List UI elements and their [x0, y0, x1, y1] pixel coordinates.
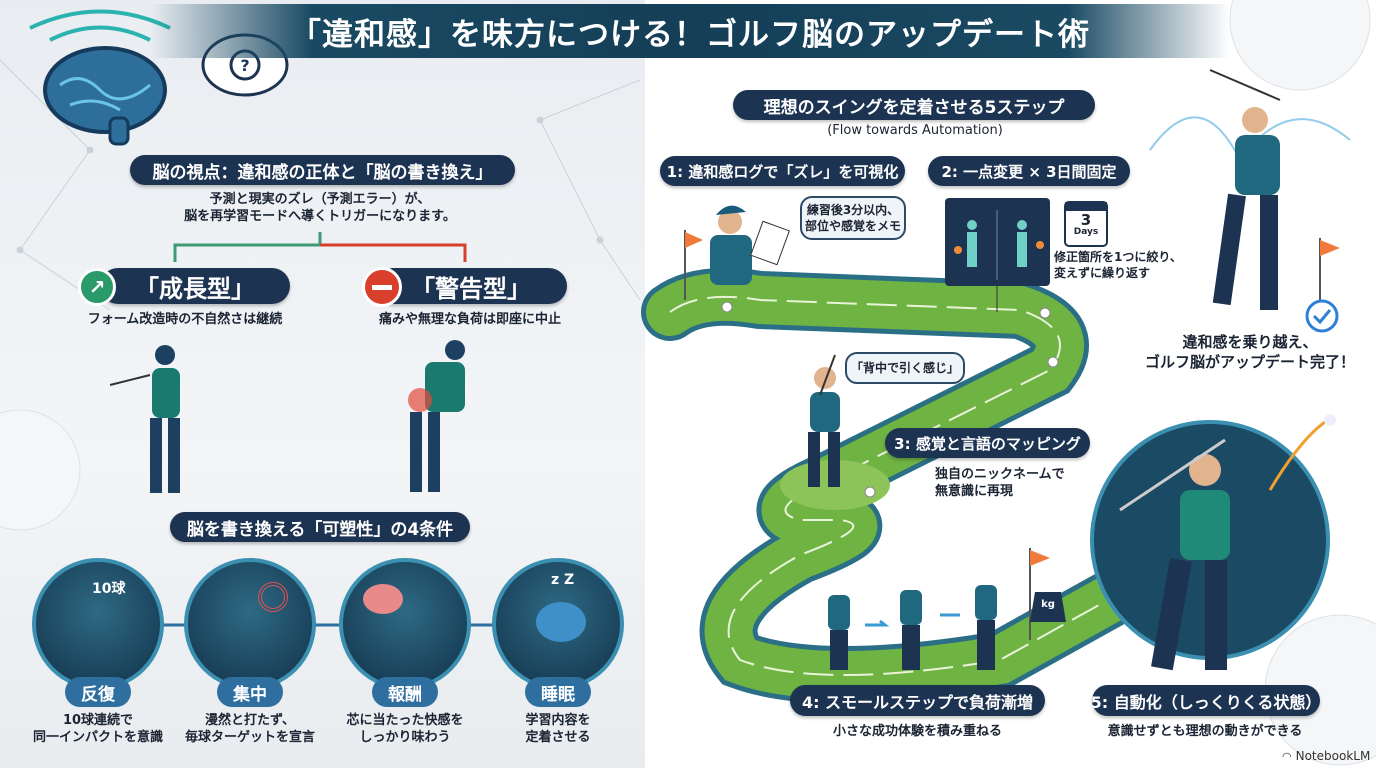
step-5-label: 5: 自動化（しっくりくる状態） [1091, 685, 1321, 716]
plasticity-heading: 脳を書き換える「可塑性」の4条件 [170, 512, 470, 542]
notebooklm-brand: ◠ NotebookLM [1282, 749, 1370, 763]
step-2-desc: 修正箇所を1つに絞り、変えずに繰り返す [1054, 250, 1182, 281]
golfer-swing-illustration [109, 345, 180, 493]
desc-line: 違和感を乗り越え、 [1182, 333, 1318, 351]
golfer-back-pain-illustration [408, 340, 465, 492]
step-4-label: 4: スモールステップで負荷漸増 [790, 685, 1045, 716]
condition-sleep-circle: z Z [492, 558, 624, 690]
desc-line: 変えずに繰り返す [1054, 265, 1151, 280]
step-2-label: 2: 一点変更 × 3日間固定 [928, 156, 1130, 186]
calendar-number: 3 [1080, 211, 1092, 229]
desc-line: 修正箇所を1つに絞り、 [1054, 250, 1182, 264]
five-steps-heading: 理想のスイングを定着させる5ステップ [733, 90, 1095, 120]
ten-balls-badge: 10球 [92, 581, 126, 597]
desc-line: ゴルフ脳がアップデート完了！ [1144, 352, 1355, 371]
desc-line: 独自のニックネームで [935, 467, 1065, 482]
condition-repetition-circle: 10球 [32, 558, 164, 690]
desc-line: 漫然と打たず、 [204, 713, 296, 728]
condition-label: 集中 [217, 677, 283, 707]
condition-desc: 漫然と打たず、毎球ターゲットを宣言 [175, 713, 325, 747]
warning-arrow [320, 243, 467, 262]
condition-desc: 学習内容を定着させる [483, 713, 633, 747]
trend-up-icon: ↗ [78, 268, 116, 306]
swing-comparison-screen [945, 198, 1050, 312]
stop-icon [362, 267, 402, 307]
notebooklm-logo-icon: ◠ [1282, 749, 1292, 763]
desc-line: 予測と現実のズレ（予測エラー）が、 [209, 192, 431, 207]
target-icon [258, 582, 288, 612]
growth-arrow [173, 232, 322, 262]
desc-line: 毎球ターゲットを宣言 [184, 729, 315, 745]
page-title: 「違和感」を味方につける！ゴルフ脳のアップデート術 [150, 4, 1230, 58]
desc-line: 同一インパクトを意識 [32, 729, 163, 745]
brain-perspective-desc: 予測と現実のズレ（予測エラー）が、 脳を再学習モードへ導くトリガーになります。 [170, 192, 470, 226]
brand-label: NotebookLM [1295, 749, 1371, 763]
golf-ball-decoration [0, 409, 81, 531]
brain-icon [29, 9, 171, 146]
golf-ball-markers [721, 301, 1059, 498]
warning-type-label: 「警告型」 [375, 268, 567, 304]
condition-label: 睡眠 [525, 677, 591, 707]
calendar-icon [1064, 201, 1108, 247]
step-3-speech-bubble: 「背中で引く感じ」 [845, 352, 965, 384]
zzz-icon: z Z [551, 572, 575, 588]
condition-label: 反復 [65, 677, 131, 707]
automation-golfer-circle [1090, 414, 1336, 671]
condition-focus-circle [184, 558, 316, 690]
golfer-note-taking-illustration [710, 205, 790, 285]
step-4-desc: 小さな成功体験を積み重ねる [832, 724, 1002, 739]
growth-type-desc: フォーム改造時の不自然さは継続 [87, 312, 283, 327]
sleeping-brain-icon [536, 602, 586, 642]
golfer-finish-illustration [1149, 69, 1351, 333]
desc-line: しっかり味わう [359, 729, 451, 745]
desc-line: 脳を再学習モードへ導くトリガーになります。 [184, 208, 456, 224]
golf-ball-decoration [1229, 0, 1371, 91]
five-steps-subtitle: (Flow towards Automation) [827, 123, 1003, 138]
condition-label: 報酬 [372, 677, 438, 707]
bubble-line: 部位や感覚をメモ [804, 219, 901, 233]
condition-desc: 10球連続で同一インパクトを意識 [23, 713, 173, 747]
warning-type-desc: 痛みや無理な負荷は即座に中止 [378, 312, 561, 327]
bubble-line: 練習後3分以内、 [806, 202, 900, 217]
growth-type-label: 「成長型」 [100, 268, 290, 304]
step-3-label: 3: 感覚と言語のマッピング [885, 428, 1090, 458]
svg-text:?: ? [240, 56, 249, 75]
desc-line: 10球連続で [62, 713, 134, 728]
step-1-speech-bubble: 練習後3分以内、部位や感覚をメモ [800, 196, 906, 240]
desc-line: 無意識に再現 [935, 483, 1014, 499]
step-1-label: 1: 違和感ログで「ズレ」を可視化 [660, 156, 905, 186]
calendar-unit: Days [1073, 227, 1099, 237]
weight-icon [1030, 592, 1066, 622]
golfer-mapping-illustration [808, 354, 840, 487]
small-steps-golfers-illustration [828, 585, 997, 670]
step-3-desc: 独自のニックネームで無意識に再現 [935, 467, 1065, 501]
update-complete-message: 違和感を乗り越え、ゴルフ脳がアップデート完了！ [1140, 333, 1360, 372]
desc-line: 学習内容を [525, 713, 591, 728]
condition-desc: 芯に当たった快感をしっかり味わう [330, 713, 480, 747]
condition-reward-circle [339, 558, 471, 690]
step-5-desc: 意識せずとも理想の動きができる [1107, 724, 1303, 739]
desc-line: 芯に当たった快感を [346, 713, 464, 728]
network-decoration [0, 59, 641, 311]
flag-icon [684, 230, 1340, 640]
desc-line: 定着させる [525, 729, 591, 745]
weight-label: kg [1041, 599, 1055, 610]
brain-reward-icon [363, 584, 403, 614]
brain-perspective-heading: 脳の視点：違和感の正体と「脳の書き換え」 [130, 155, 515, 185]
